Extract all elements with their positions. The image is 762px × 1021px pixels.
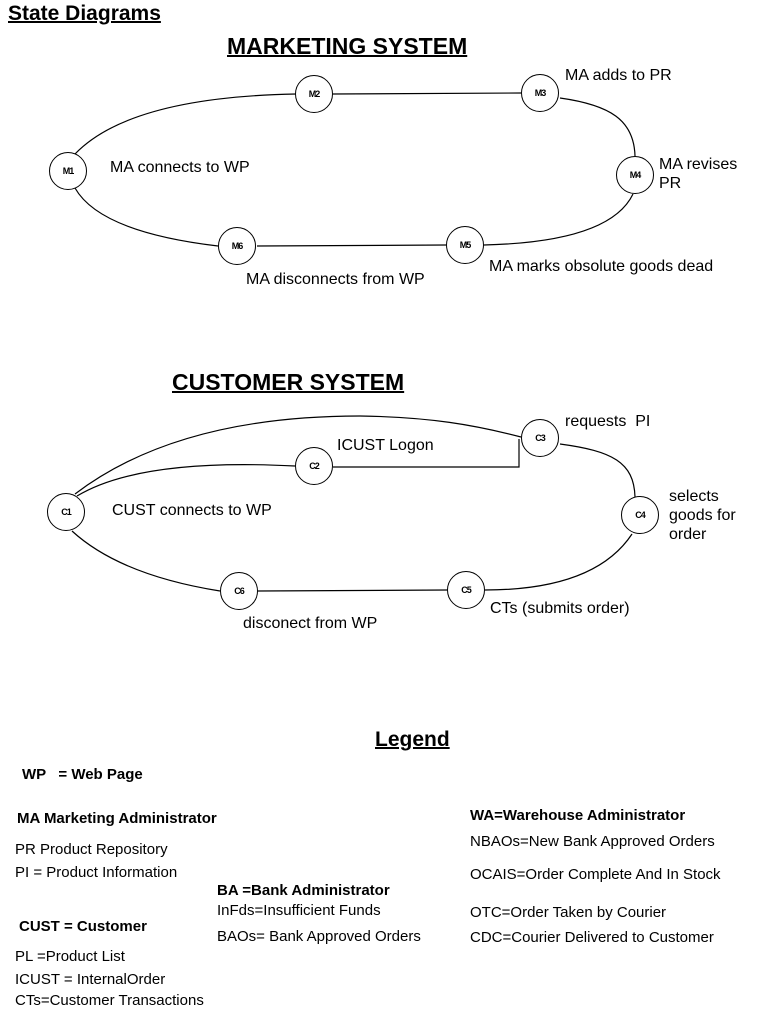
state-node-c1: C1: [47, 493, 85, 531]
state-node-m6: M6: [218, 227, 256, 265]
label-ma-marks-goods-dead: MA marks obsolute goods dead: [489, 258, 714, 275]
label-ma-connects-to-wp: MA connects to WP: [110, 159, 250, 176]
edge-c1-c3: [74, 415, 522, 495]
state-node-c6: C6: [220, 572, 258, 610]
state-node-c3: C3: [521, 419, 559, 457]
state-node-m4-label: M4: [629, 170, 641, 180]
legend-wa: WA=Warehouse Administrator: [470, 807, 686, 824]
edge-c1-c2: [76, 464, 296, 497]
state-node-m1: M1: [49, 152, 87, 190]
edge-c4-c5: [484, 533, 633, 591]
legend-ma: MA Marketing Administrator: [17, 810, 217, 827]
state-node-m2-label: M2: [308, 89, 320, 99]
legend-otc: OTC=Order Taken by Courier: [470, 904, 667, 921]
state-node-c4: C4: [621, 496, 659, 534]
edge-c2-c3: [333, 439, 520, 468]
state-node-m3: M3: [521, 74, 559, 112]
edge-m2-m3: [332, 92, 522, 95]
legend-cust: CUST = Customer: [19, 918, 147, 935]
state-node-c2-label: C2: [309, 461, 319, 471]
state-node-m3-label: M3: [534, 88, 546, 98]
legend-cdc: CDC=Courier Delivered to Customer: [470, 929, 714, 946]
edge-m4-m5: [483, 193, 634, 246]
edge-c3-c4: [559, 443, 636, 498]
legend-nbaos: NBAOs=New Bank Approved Orders: [470, 833, 715, 850]
legend-ba: BA =Bank Administrator: [217, 882, 390, 899]
state-node-c5: C5: [447, 571, 485, 609]
legend-pr: PR Product Repository: [15, 841, 168, 858]
edge-m6-m1: [74, 187, 219, 247]
state-node-c3-label: C3: [535, 433, 545, 443]
legend-baos: BAOs= Bank Approved Orders: [217, 928, 421, 945]
legend-cts: CTs=Customer Transactions: [15, 992, 204, 1009]
label-requests-pi: requests PI: [565, 413, 651, 430]
legend-pi: PI = Product Information: [15, 864, 178, 881]
state-node-m4: M4: [616, 156, 654, 194]
state-node-m5: M5: [446, 226, 484, 264]
state-node-m5-label: M5: [459, 240, 471, 250]
edge-c6-c1: [71, 530, 221, 592]
label-ma-disconnects: MA disconnects from WP: [246, 271, 425, 288]
legend-icust: ICUST = InternalOrder: [15, 971, 166, 988]
state-node-m1-label: M1: [62, 166, 74, 176]
state-node-c2: C2: [295, 447, 333, 485]
page-title: State Diagrams: [8, 2, 161, 25]
state-node-c5-label: C5: [461, 585, 471, 595]
label-cust-connects-to-wp: CUST connects to WP: [112, 502, 272, 519]
legend-pl: PL =Product List: [15, 948, 125, 965]
label-icust-logon: ICUST Logon: [337, 437, 434, 454]
edge-m1-m2: [74, 93, 297, 155]
edge-m5-m6: [256, 244, 447, 247]
edge-c5-c6: [257, 589, 448, 592]
marketing-system-title: MARKETING SYSTEM: [227, 33, 468, 59]
state-node-m6-label: M6: [231, 241, 243, 251]
customer-system-title: CUSTOMER SYSTEM: [172, 369, 405, 395]
edge-m3-m4: [559, 97, 636, 157]
label-ma-adds-to-pr: MA adds to PR: [565, 67, 672, 84]
legend-infds: InFds=Insufficient Funds: [217, 902, 381, 919]
legend-ocais: OCAIS=Order Complete And In Stock: [470, 866, 721, 883]
label-selects-goods: selects goods for order: [669, 488, 736, 543]
state-node-c4-label: C4: [635, 510, 645, 520]
label-disconect-from-wp: disconect from WP: [243, 615, 378, 632]
legend-title: Legend: [375, 728, 450, 751]
legend-wp: WP = Web Page: [22, 766, 143, 783]
label-cts-submits-order: CTs (submits order): [490, 600, 630, 617]
state-node-c6-label: C6: [234, 586, 244, 596]
label-ma-revises-pr: MA revises PR: [659, 156, 738, 192]
state-node-c1-label: C1: [61, 507, 71, 517]
state-node-m2: M2: [295, 75, 333, 113]
